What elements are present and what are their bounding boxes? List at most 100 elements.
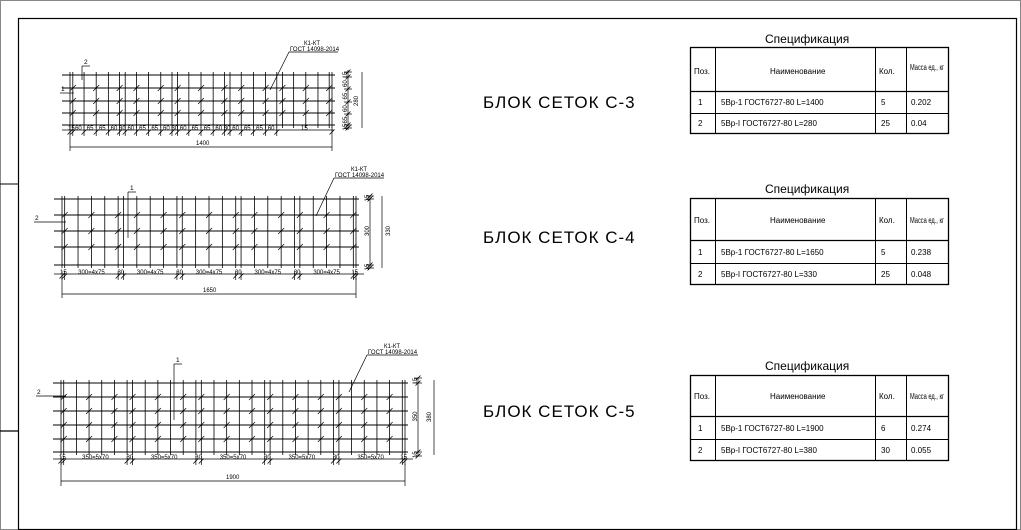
c4-dim-label: 300=4х75 — [255, 270, 282, 276]
c5-dim-label: 30 — [264, 455, 271, 461]
spec-c4-h-qty: Кол. — [879, 216, 895, 225]
c5-dim-tick — [60, 458, 67, 464]
spec-c5-h-mass: Масса ед., кг — [910, 392, 944, 401]
c3-weld-tick — [302, 109, 310, 117]
c5-weld-tick — [335, 435, 343, 443]
c5-weld-tick — [179, 393, 187, 401]
c3-weld-tick — [157, 97, 165, 105]
c5-dim-label: 30 — [333, 455, 340, 461]
c5-weld-tick — [292, 407, 299, 415]
c5-weld-tick — [361, 393, 368, 401]
c5-total-height: 380 — [427, 411, 433, 422]
c3-rdim-label: 60 — [343, 80, 349, 87]
c4-weld-tick — [179, 227, 186, 235]
c5-dim-label: 350=5х70 — [220, 455, 247, 461]
c5-weld-tick — [198, 421, 205, 429]
c3-weld-tick — [174, 109, 181, 117]
spec-c3-r1-mass: 0.202 — [911, 98, 932, 107]
c4-dim-label: 30 — [117, 270, 124, 276]
c5-weld-tick — [198, 435, 205, 443]
c3-dim-tick — [198, 129, 204, 135]
c4-dim-tick — [353, 273, 359, 279]
c4-weld-tick — [114, 243, 122, 251]
c3-weld-tick — [174, 84, 181, 92]
c3-dim-label: 30 — [171, 126, 178, 132]
c5-dim-tick — [330, 458, 337, 464]
c5-weld-tick — [361, 407, 368, 415]
c3-weld-tick — [92, 97, 100, 105]
c5-weld-tick — [335, 407, 343, 415]
c4-weld-tick — [251, 227, 258, 235]
c3-pos1-label: 1 — [61, 86, 65, 93]
c4-rdim-tick — [367, 196, 373, 202]
c3-dim-label: 60 — [268, 126, 275, 132]
c5-weld-tick — [85, 421, 93, 429]
spec-c4-h-pos: Поз. — [694, 216, 710, 225]
spec-c5-r1-pos: 1 — [698, 424, 703, 433]
c4-pos1-label: 1 — [130, 185, 134, 192]
c5-weld-tick — [129, 393, 136, 401]
c3-rdim-tick — [345, 69, 351, 75]
c3-dim-tick — [70, 129, 76, 135]
c5-weld-tick — [85, 393, 93, 401]
c3-dim-tick — [116, 129, 123, 135]
spec-c4-r2-mass: 0.048 — [911, 270, 932, 279]
c3-dim-tick — [81, 129, 87, 135]
c4-weld-tick — [277, 227, 285, 235]
c5-rdim-label: 15 — [413, 451, 419, 458]
spec-c4-r1-qty: 5 — [881, 248, 886, 257]
c5-weld-tick — [386, 421, 393, 429]
c3-dim-label: 65 — [204, 126, 211, 132]
c3-weld-tick — [325, 97, 333, 105]
c3-weld-tick — [197, 109, 205, 117]
c5-callout-line2: ГОСТ 14098-2014 — [368, 350, 418, 356]
c5-weld-tick — [129, 435, 136, 443]
spec-c3-r2-pos: 2 — [698, 119, 703, 128]
c4-weld-tick — [232, 243, 239, 251]
c3-weld-tick — [221, 97, 228, 105]
spec-c3-r2-mass: 0.04 — [911, 119, 927, 128]
c5-weld-tick — [198, 407, 205, 415]
c5-weld-tick — [111, 421, 118, 429]
c5-weld-tick — [111, 393, 118, 401]
c5-weld-tick — [154, 393, 162, 401]
c3-dim-tick — [238, 129, 245, 135]
c5-weld-tick — [223, 421, 230, 429]
c3-dim-label: 15 — [68, 126, 75, 132]
c4-dim-label: 30 — [176, 270, 183, 276]
c4-callout-line1: К1-КТ — [351, 167, 367, 173]
c5-dim-label: 350=5х70 — [151, 455, 178, 461]
c5-weld-tick — [129, 421, 136, 429]
block-title-c4: БЛОК СЕТОК С-4 — [483, 228, 636, 247]
c3-weld-tick — [197, 97, 205, 105]
c4-weld-tick — [296, 227, 304, 235]
c5-weld-tick — [361, 421, 368, 429]
c3-weld-tick — [116, 84, 123, 92]
spec-c3-h-pos: Поз. — [694, 67, 710, 76]
c3-rdim-tick — [345, 86, 351, 92]
c3-rdim-label: 65 — [343, 116, 349, 123]
spec-c3-r2-qty: 25 — [881, 119, 890, 128]
c4-weld-tick — [160, 227, 167, 235]
c5-dim-label: 350=5х70 — [289, 455, 316, 461]
c4-weld-tick — [133, 227, 141, 235]
c5-weld-tick — [317, 407, 325, 415]
c4-weld-tick — [205, 243, 213, 251]
c4-weld-tick — [160, 211, 167, 219]
c3-dim-label: 60 — [215, 126, 222, 132]
c4-weld-tick — [205, 227, 213, 235]
c5-weld-tick — [154, 407, 162, 415]
c5-rdim-tick — [415, 380, 421, 386]
c5-callout-line1: К1-КТ — [384, 344, 400, 350]
c4-weld-tick — [296, 243, 304, 251]
c3-dim-label: 60 — [111, 126, 118, 132]
c5-dim-tick — [198, 458, 205, 464]
c3-dim-label: 60 — [163, 126, 170, 132]
c3-dim-label: 65 — [244, 126, 251, 132]
spec-c5-r1-mass: 0.274 — [911, 424, 932, 433]
c5-weld-tick — [60, 407, 67, 415]
c4-total-length: 1650 — [203, 288, 217, 294]
c4-rdim-label: 300 — [365, 225, 371, 236]
c5-weld-tick — [60, 435, 67, 443]
